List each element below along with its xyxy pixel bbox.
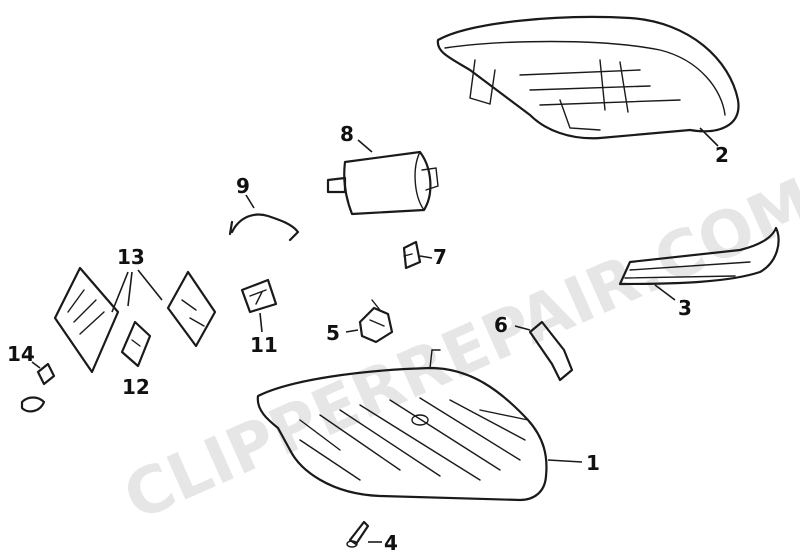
callout-5: 5 <box>326 321 340 345</box>
watermark-text: CLIPPERREPAIR.COM <box>114 165 800 536</box>
callout-1: 1 <box>586 451 600 475</box>
part-2-housing-cover <box>436 15 740 140</box>
part-13-blade-plates <box>53 266 217 374</box>
callout-12: 12 <box>122 375 150 399</box>
part-7-clip <box>402 240 422 270</box>
part-9-spring-clip <box>228 213 300 242</box>
part-11-switch <box>240 278 278 314</box>
part-8-motor <box>326 150 439 216</box>
callout-13: 13 <box>117 245 145 269</box>
part-4-screw <box>346 520 370 548</box>
callout-14: 14 <box>7 342 35 366</box>
callout-2: 2 <box>715 143 729 167</box>
callout-6: 6 <box>494 313 508 337</box>
callout-9: 9 <box>236 174 250 198</box>
callout-8: 8 <box>340 122 354 146</box>
part-5-lever <box>358 299 394 344</box>
callout-4: 4 <box>384 531 398 555</box>
part-6-bent-bracket <box>528 320 574 382</box>
callout-3: 3 <box>678 296 692 320</box>
part-1-base-tray <box>256 349 548 502</box>
part-14-screws <box>20 362 56 413</box>
callout-7: 7 <box>433 245 447 269</box>
callout-11: 11 <box>250 333 278 357</box>
part-12-bracket <box>120 320 152 368</box>
part-3-trim-strip <box>618 226 780 286</box>
